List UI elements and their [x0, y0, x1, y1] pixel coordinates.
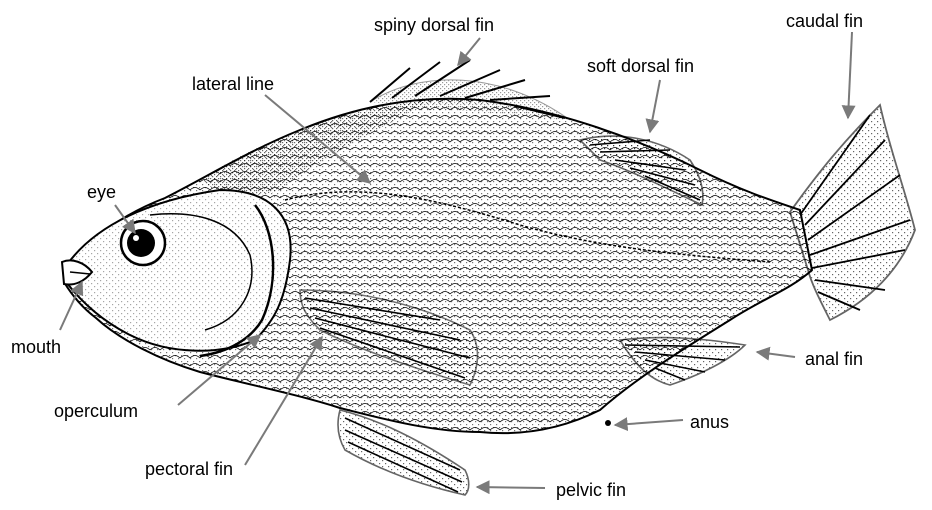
label-eye: eye	[87, 183, 116, 201]
eye-pupil	[127, 229, 155, 257]
label-pelvic-fin: pelvic fin	[556, 481, 626, 499]
caudal-fin	[790, 105, 915, 320]
anus-mark	[605, 420, 611, 426]
label-pectoral-fin: pectoral fin	[145, 460, 233, 478]
label-anal-fin: anal fin	[805, 350, 863, 368]
label-spiny-dorsal-fin: spiny dorsal fin	[374, 16, 494, 34]
label-anus: anus	[690, 413, 729, 431]
label-lateral-line: lateral line	[192, 75, 274, 93]
label-operculum: operculum	[54, 402, 138, 420]
label-soft-dorsal-fin: soft dorsal fin	[587, 57, 694, 75]
label-caudal-fin: caudal fin	[786, 12, 863, 30]
label-mouth: mouth	[11, 338, 61, 356]
